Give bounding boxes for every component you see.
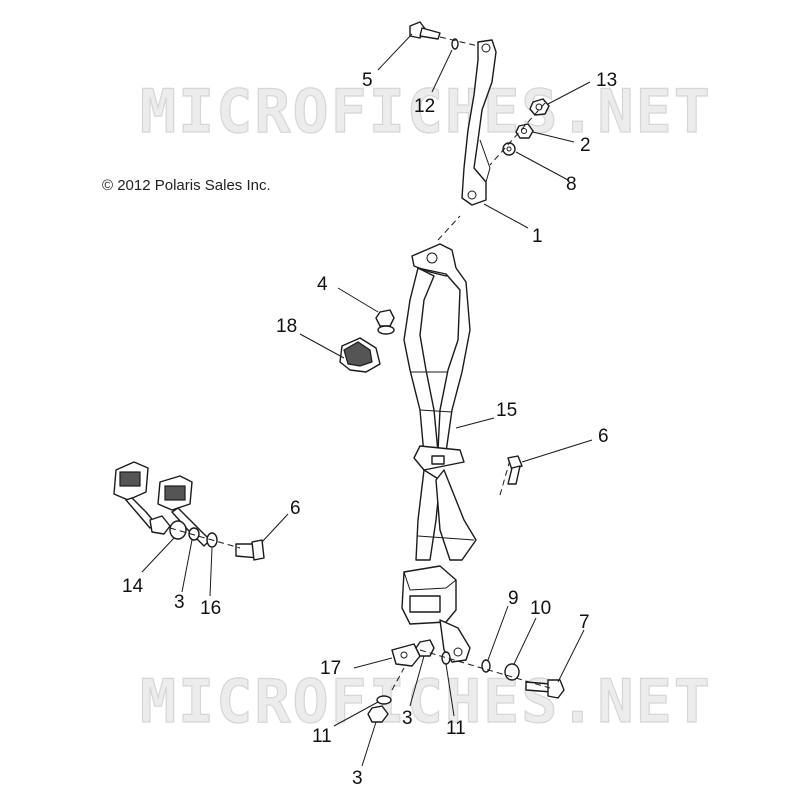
bolt-part-6-right bbox=[507, 455, 523, 485]
callout-6-right: 6 bbox=[598, 426, 609, 447]
nut-part-3-left bbox=[188, 527, 200, 541]
nut-part-2 bbox=[515, 123, 534, 139]
axis-line bbox=[499, 459, 511, 496]
callout-11-right: 11 bbox=[446, 718, 466, 739]
callout-13: 13 bbox=[596, 70, 617, 91]
flange-nut-part-4 bbox=[375, 309, 395, 335]
washer-part-11-right bbox=[441, 651, 451, 665]
callout-2: 2 bbox=[580, 135, 591, 156]
nut-part-13 bbox=[529, 98, 550, 116]
upper-bracket-part bbox=[461, 39, 497, 206]
bolt-part-5 bbox=[409, 21, 441, 40]
axis-line bbox=[419, 649, 551, 689]
axis-line bbox=[437, 215, 461, 241]
washer-part-9 bbox=[481, 659, 491, 673]
callout-labels: 5 12 13 2 8 1 4 18 15 6 6 14 3 16 9 10 7… bbox=[122, 70, 617, 789]
callout-17: 17 bbox=[320, 658, 341, 679]
callout-7: 7 bbox=[579, 612, 590, 633]
callout-12: 12 bbox=[414, 96, 435, 117]
callout-11-left: 11 bbox=[312, 726, 332, 747]
axis-line bbox=[169, 527, 241, 549]
nut-part-3-bottom bbox=[367, 705, 389, 723]
callout-4: 4 bbox=[317, 274, 328, 295]
callout-9: 9 bbox=[508, 588, 519, 609]
axis-line bbox=[391, 667, 405, 691]
spacer-part-14 bbox=[169, 520, 187, 540]
callout-3-bottom: 3 bbox=[352, 768, 363, 789]
callout-8: 8 bbox=[566, 174, 577, 195]
watermark-top: MICROFICHES.NET bbox=[140, 77, 712, 147]
leader-lines bbox=[141, 33, 593, 767]
bracket-part-17 bbox=[391, 643, 421, 667]
callout-6-left: 6 bbox=[290, 498, 301, 519]
bolt-part-7 bbox=[525, 679, 565, 699]
callout-1: 1 bbox=[532, 226, 543, 247]
axis-line bbox=[489, 102, 546, 166]
seat-belt-webbing-part bbox=[401, 243, 477, 663]
copyright-notice: © 2012 Polaris Sales Inc. bbox=[102, 177, 271, 194]
washer-hole bbox=[506, 146, 512, 152]
washer-part-11-left bbox=[376, 695, 392, 705]
callout-3-left: 3 bbox=[174, 592, 185, 613]
callout-10: 10 bbox=[530, 598, 551, 619]
washer-part-12 bbox=[451, 38, 459, 50]
callout-16: 16 bbox=[200, 598, 221, 619]
nut-part-3-middle bbox=[415, 639, 435, 657]
callout-15: 15 bbox=[496, 400, 517, 421]
cover-cap-part-18 bbox=[339, 337, 381, 373]
axis-line bbox=[439, 36, 479, 47]
spacer-part-10 bbox=[504, 663, 520, 681]
callout-14: 14 bbox=[122, 576, 144, 597]
callout-3-middle: 3 bbox=[402, 708, 413, 729]
callout-18: 18 bbox=[276, 316, 297, 337]
callout-5: 5 bbox=[362, 70, 373, 91]
watermark-bottom: MICROFICHES.NET bbox=[140, 667, 712, 737]
bolt-part-6-left bbox=[235, 539, 265, 561]
